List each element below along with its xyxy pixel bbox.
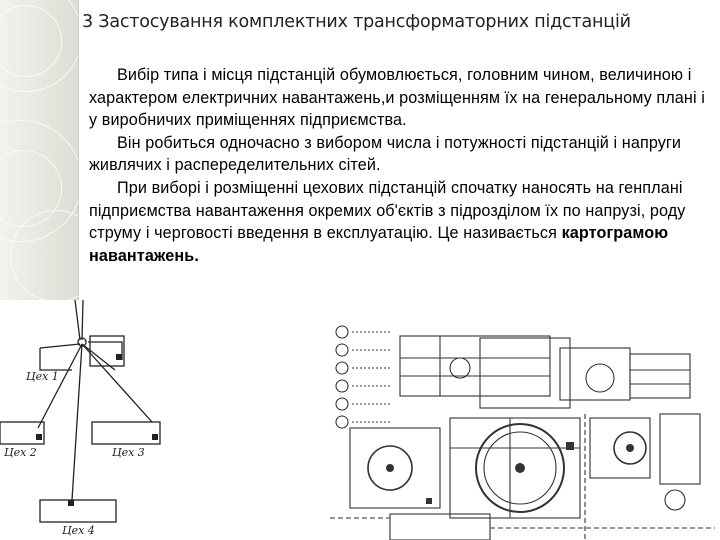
slide-title: 3 Застосування комплектних трансформатор… xyxy=(82,12,631,32)
paragraph-simultaneous: Він робиться одночасно з вибором числа і… xyxy=(89,133,682,175)
slide-body: Вибір типа і місця підстанцій обумовлюєт… xyxy=(89,64,711,267)
term-load-cartogram: картограмою навантажень. xyxy=(89,224,669,265)
label-workshop-4: Цех 4 xyxy=(62,524,95,537)
workshop-supply-diagram: Цех 1 Цех 2 Цех 3 Цех 4 xyxy=(0,300,161,537)
label-workshop-2: Цех 2 xyxy=(4,446,37,459)
label-workshop-1: Цех 1 xyxy=(26,370,59,383)
label-workshop-3: Цех 3 xyxy=(112,446,145,459)
paragraph-placement: При виборі і розміщенні цехових підстанц… xyxy=(89,177,711,267)
paragraph-selection: Вибір типа і місця підстанцій обумовлюєт… xyxy=(89,66,705,130)
decorative-sidebar xyxy=(0,0,78,300)
site-plan-drawing xyxy=(330,325,715,540)
sidebar-divider xyxy=(78,0,79,300)
paragraph-placement-text: При виборі і розміщенні цехових підстанц… xyxy=(89,178,686,243)
